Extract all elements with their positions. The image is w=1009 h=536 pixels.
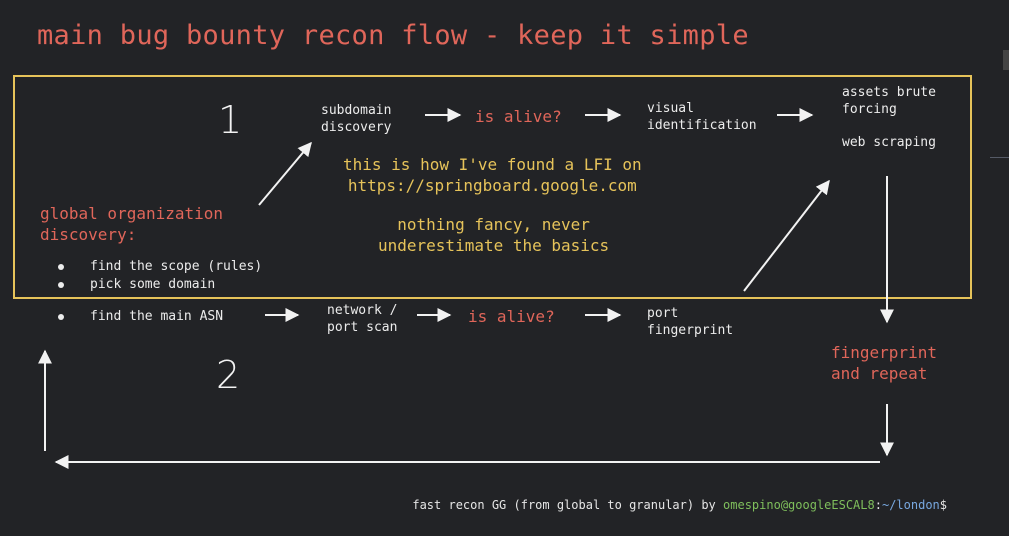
arrow-fingerprint-to-scraping bbox=[743, 179, 830, 292]
footer-text: fast recon GG (from global to granular) … bbox=[412, 498, 724, 512]
node-subdomain-discovery: subdomain discovery bbox=[321, 103, 392, 135]
footer-sep: : bbox=[874, 498, 882, 512]
origin-label: global organization discovery: bbox=[40, 204, 224, 244]
footer-prompt: fast recon GG (from global to granular) … bbox=[412, 498, 947, 512]
bullet-text: find the main ASN bbox=[90, 309, 224, 324]
scrollbar-fragment bbox=[1003, 50, 1009, 70]
note-lfi: this is how I've found a LFI on https://… bbox=[343, 155, 642, 195]
footer-user: omespino@googleESCAL8 bbox=[723, 498, 875, 512]
bullet-text: find the scope (rules) bbox=[90, 259, 263, 274]
node-fingerprint-and-repeat: fingerprint and repeat bbox=[831, 343, 937, 383]
bullet-dot bbox=[58, 314, 64, 320]
bullet-dot bbox=[58, 264, 64, 270]
node-visual-identification: visual identification bbox=[647, 101, 757, 133]
node-web-scraping: web scraping bbox=[842, 135, 936, 150]
note-basics: nothing fancy, never underestimate the b… bbox=[378, 215, 610, 255]
divider bbox=[990, 157, 1009, 158]
node-port-fingerprint: port fingerprint bbox=[647, 306, 734, 338]
node-is-alive-bottom: is alive? bbox=[468, 307, 555, 326]
node-network-port-scan: network / port scan bbox=[327, 303, 398, 335]
bullet-text: pick some domain bbox=[90, 277, 216, 292]
step-number-two: 2 bbox=[216, 353, 241, 397]
highlight-box bbox=[13, 75, 972, 299]
node-is-alive-top: is alive? bbox=[475, 107, 562, 126]
bullet-dot bbox=[58, 282, 64, 288]
arrow-origin-to-subdomain bbox=[258, 141, 312, 206]
step-number-one: 1 bbox=[218, 98, 243, 142]
diagram-title: main bug bounty recon flow - keep it sim… bbox=[37, 20, 749, 51]
footer-prompt-symbol: $ bbox=[939, 498, 947, 512]
node-assets-brute-forcing: assets brute forcing bbox=[842, 85, 936, 117]
footer-path: ~/london bbox=[881, 498, 940, 512]
